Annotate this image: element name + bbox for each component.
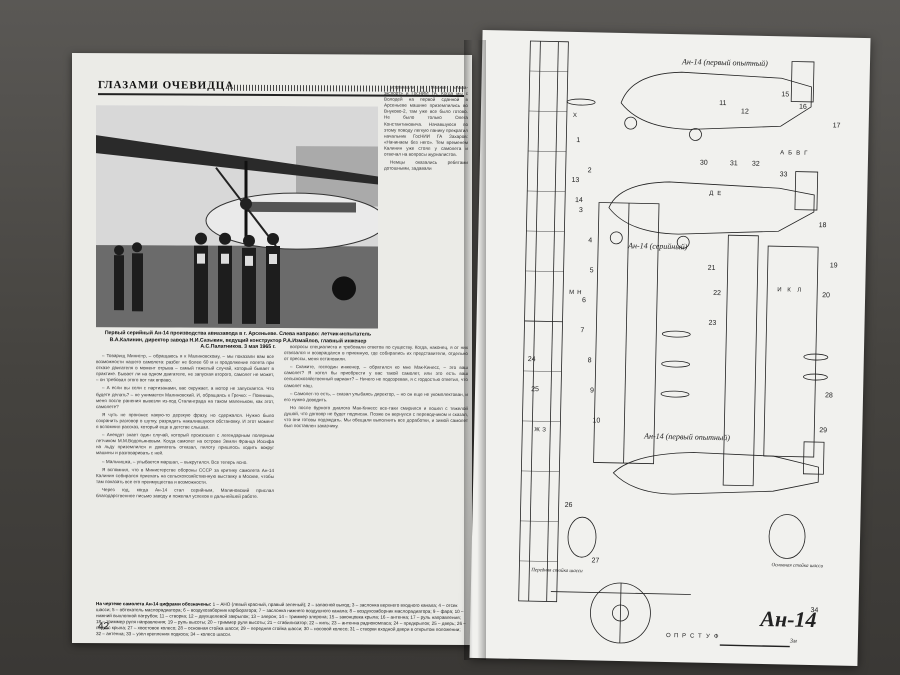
legend-title: На чертеже самолета Ан-14 цифрами обозна… (96, 601, 212, 607)
label-main-gear: Основная стойка шасси (771, 562, 823, 569)
callout-number: 1 (576, 137, 580, 144)
callout-number: 8 (588, 357, 592, 364)
title-first-prototype-mid: Ан-14 (первый опытный) (643, 431, 730, 442)
callout-number: 31 (730, 160, 738, 167)
section-letter: К (787, 287, 791, 293)
section-letter: В (796, 151, 800, 157)
callout-number: 4 (588, 237, 592, 244)
section-letter: А (780, 150, 784, 156)
section-letter: Б (788, 150, 792, 156)
callout-number: 22 (713, 290, 721, 297)
text-column-left: – Товарищ Министр, – обращаюсь я к Малин… (96, 353, 274, 599)
drawing-signature: Ан-14 (758, 606, 817, 632)
paragraph: Через год, когда Ан-14 стал серийным, Ма… (96, 486, 274, 499)
paragraph: вопросы специалиста и требовали ответов … (284, 344, 468, 362)
callout-number: 9 (590, 387, 594, 394)
section-letter: Ж (534, 427, 540, 433)
callout-number: 15 (781, 91, 789, 98)
callout-number: 2 (588, 167, 592, 174)
callout-number: 3 (579, 207, 583, 214)
section-letter: Ф (714, 634, 719, 640)
paragraph: Я вспомнил, что в Министерстве обороны С… (96, 466, 274, 485)
section-letter: Е (717, 191, 721, 197)
section-letter: М (569, 290, 574, 296)
callout-number: 26 (565, 502, 573, 509)
paragraph: – Самолет-то есть, – сказал улыбаясь дир… (284, 390, 468, 403)
paragraph: Но после бурного диалога Мак-Кинесс все-… (284, 404, 468, 429)
section-letter: Д (709, 191, 713, 197)
callout-number: 23 (708, 320, 716, 327)
callout-number: 19 (830, 262, 838, 269)
callout-number: 20 (822, 292, 830, 299)
callout-number: 28 (825, 392, 833, 399)
paragraph: – Мальчишка, – улыбается маршал, – выкру… (102, 458, 248, 465)
callout-number: 17 (833, 122, 841, 129)
title-first-prototype: Ан-14 (первый опытный) (681, 57, 768, 68)
title-serial: Ан-14 (серийный) (627, 241, 688, 251)
callout-number: 12 (741, 108, 749, 115)
callout-number: 13 (571, 177, 579, 184)
paragraph: Немцы оказались ребятами дотошными, зада… (384, 159, 468, 172)
section-letter: Л (797, 288, 801, 294)
section-letter: Р (682, 633, 686, 639)
callout-number: 32 (752, 161, 760, 168)
callout-number: 18 (819, 222, 827, 229)
paragraph: Я чуть не произнес какую-то дерзкую фраз… (96, 411, 274, 430)
callout-number: 10 (592, 417, 600, 424)
paragraph: – Скажите, господин инженер, – обратился… (284, 364, 468, 388)
callout-numbers: 1234567891011121314151617181920212223242… (528, 91, 841, 640)
section-letter: О (666, 633, 671, 639)
paragraph: – Анекдот знает один случай, который про… (96, 432, 274, 456)
callout-number: 29 (819, 427, 827, 434)
callout-number: 11 (719, 100, 727, 107)
callout-number: 16 (799, 104, 807, 111)
paragraph: – А если вы сели с партизанами, вас окру… (96, 385, 274, 409)
section-title: ГЛАЗАМИ ОЧЕВИДЦА (98, 79, 235, 92)
section-letter: У (706, 634, 710, 640)
callout-number: 30 (700, 160, 708, 167)
callout-number: 5 (590, 267, 594, 274)
left-page: ГЛАЗАМИ ОЧЕВИДЦА (72, 52, 472, 646)
callout-number: 7 (580, 327, 584, 334)
callout-number: 34 (810, 607, 818, 614)
callout-number: 21 (708, 265, 716, 272)
scale-label: 3м (789, 639, 797, 645)
section-letter: Х (573, 113, 577, 119)
paragraph: устраивали в Москве «Авиа-экспорт» и Гос… (384, 84, 468, 157)
text-column-right: вопросы специалиста и требовали ответов … (284, 344, 468, 600)
page-number: 42 (98, 621, 110, 633)
legend-text: 1 – АНО (левый красный, правый зеленый);… (96, 601, 466, 638)
section-letter: П (674, 633, 678, 639)
callout-number: 6 (582, 297, 586, 304)
callout-number: 27 (591, 557, 599, 564)
aircraft-technical-drawing: Ан-14 (первый опытный) Ан-14 (серийный) … (518, 40, 841, 648)
section-letter: Г (804, 151, 808, 157)
paragraph: – Товарищ Министр, – обращаюсь я к Малин… (96, 353, 274, 383)
section-letter: Н (577, 290, 581, 296)
text-column-top-right: устраивали в Москве «Авиа-экспорт» и Гос… (384, 85, 468, 175)
callout-number: 33 (780, 171, 788, 178)
callout-number: 25 (531, 386, 539, 393)
section-letter: И (777, 287, 781, 293)
callout-number: 24 (528, 356, 536, 363)
drawing-legend: На чертеже самолета Ан-14 цифрами обозна… (96, 601, 466, 639)
label-nose-gear: Передняя стойка шасси (530, 567, 583, 574)
section-letter: Т (698, 634, 702, 640)
section-letter: С (690, 633, 695, 639)
section-letter: З (542, 427, 546, 433)
book-gutter (464, 40, 486, 660)
right-page: Ан-14 (первый опытный) Ан-14 (серийный) … (469, 30, 871, 666)
historic-photo (96, 105, 378, 329)
callout-number: 14 (575, 197, 583, 204)
